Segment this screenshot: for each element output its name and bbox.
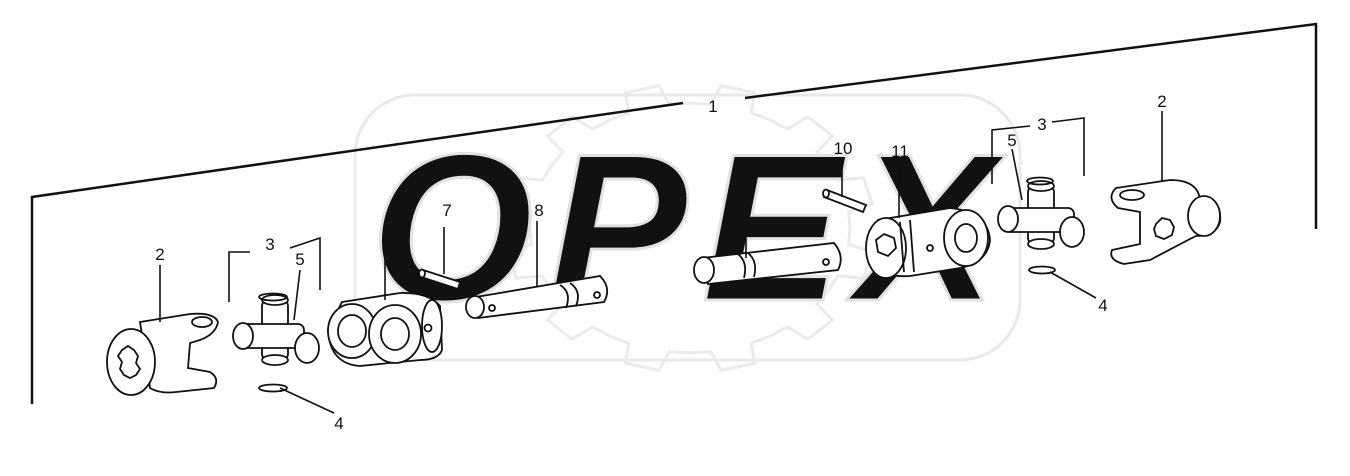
outer-yoke-tube — [865, 207, 991, 279]
cross-bearing-left — [232, 294, 320, 366]
spring-pin-left — [418, 268, 462, 291]
callout-4-right: 4 — [1098, 296, 1107, 315]
snap-rings-right — [1026, 176, 1056, 275]
callout-10: 10 — [834, 139, 853, 158]
cross-bearing-right — [997, 180, 1085, 250]
callout-4-left: 4 — [334, 414, 343, 433]
callout-6: 6 — [386, 207, 395, 226]
callout-3-right: 3 — [1037, 115, 1046, 134]
outer-profile-tube — [693, 242, 842, 285]
watermark-gear-outline — [505, 84, 875, 372]
spring-pin-right — [822, 188, 868, 214]
inner-yoke-tube — [327, 292, 443, 367]
yoke-left — [106, 312, 219, 396]
yoke-right — [1110, 179, 1222, 265]
callout-5-right: 5 — [1007, 131, 1016, 150]
snap-rings-left — [258, 292, 288, 393]
callout-labels: 1 2 3 5 4 6 7 8 9 10 11 3 5 4 2 — [155, 92, 1166, 433]
inner-profile-tube — [465, 275, 609, 319]
assembly-bracket — [30, 22, 1318, 404]
callout-5-left: 5 — [295, 250, 304, 269]
callout-7: 7 — [442, 201, 451, 220]
callout-1: 1 — [708, 97, 717, 116]
callout-2-left: 2 — [155, 245, 164, 264]
leader-lines — [159, 111, 1163, 414]
callout-9: 9 — [744, 172, 753, 191]
callout-8: 8 — [534, 201, 543, 220]
callout-3-left: 3 — [265, 235, 274, 254]
callout-2-right: 2 — [1157, 92, 1166, 111]
callout-11: 11 — [891, 142, 909, 161]
